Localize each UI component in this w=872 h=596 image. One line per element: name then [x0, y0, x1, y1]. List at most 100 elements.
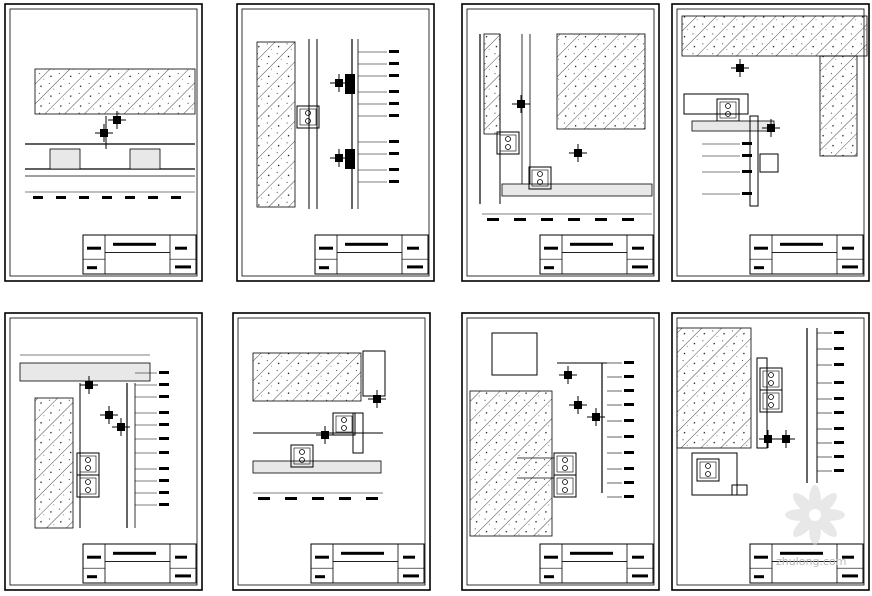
annotation-mark	[541, 218, 553, 221]
fixing-clip	[559, 366, 577, 384]
annotation-mark	[834, 363, 844, 366]
fixing-clip	[100, 406, 118, 424]
watermark-text: zhulong.com	[776, 555, 846, 568]
rect	[76, 474, 100, 498]
bolt	[505, 136, 511, 142]
rect	[749, 543, 864, 584]
annotation-mark	[742, 142, 752, 145]
sheet-inner-border	[9, 317, 198, 586]
annotation-mark	[624, 375, 634, 378]
rect	[296, 105, 320, 129]
rect	[113, 551, 156, 555]
title-block	[539, 234, 654, 275]
annotation-mark	[624, 467, 634, 470]
rect	[82, 543, 197, 584]
annotation-mark	[366, 497, 378, 500]
bolt	[341, 425, 347, 431]
rect	[87, 555, 101, 559]
rect	[780, 242, 823, 246]
fixing-clip	[95, 124, 113, 142]
rect	[553, 474, 577, 498]
rect	[696, 458, 720, 482]
annotation-mark	[148, 196, 158, 199]
rect	[632, 246, 644, 250]
annotation-mark	[159, 395, 169, 398]
annotation-mark	[159, 371, 169, 374]
annotation-mark	[159, 479, 169, 482]
rect	[528, 166, 552, 190]
fixing-clip	[316, 426, 334, 444]
bolt	[85, 487, 91, 493]
sheet-7	[461, 312, 660, 591]
rect	[762, 370, 780, 388]
annotation-mark	[389, 102, 399, 105]
rect	[842, 265, 858, 269]
annotation-mark	[171, 196, 181, 199]
rect	[352, 412, 364, 454]
annotation-mark	[312, 497, 324, 500]
rect	[632, 265, 648, 269]
bolt	[85, 479, 91, 485]
rect	[691, 120, 775, 132]
sheet-border	[4, 312, 203, 591]
rect	[780, 551, 823, 555]
concrete-hatch	[676, 327, 752, 449]
title-block	[82, 234, 197, 275]
annotation-mark	[834, 347, 844, 350]
rect	[756, 357, 768, 449]
annotation-mark	[624, 435, 634, 438]
annotation-mark	[159, 411, 169, 414]
bolt	[562, 465, 568, 471]
fixing-clip	[108, 111, 126, 129]
annotation-mark	[159, 451, 169, 454]
sheet-6	[232, 312, 431, 591]
rect	[175, 574, 191, 578]
annotation-mark	[33, 196, 43, 199]
rect	[499, 134, 517, 152]
rect	[544, 266, 554, 270]
rect	[570, 242, 613, 246]
rect	[87, 246, 101, 250]
annotation-mark	[159, 491, 169, 494]
annotation-mark	[389, 152, 399, 155]
rect	[319, 266, 329, 270]
anchor-bracket	[696, 458, 720, 482]
sheet-inner-border	[237, 317, 426, 586]
detail-drawing	[19, 354, 169, 529]
rect	[299, 108, 317, 126]
rect	[407, 246, 419, 250]
fixing-clip	[368, 390, 386, 408]
sheet-inner-border	[466, 317, 655, 586]
rect	[556, 455, 574, 473]
annotation-mark	[624, 451, 634, 454]
detail-drawing	[25, 68, 196, 199]
annotation-mark	[624, 481, 634, 484]
rect	[754, 555, 768, 559]
concrete-hatch	[556, 33, 646, 130]
rect	[544, 555, 558, 559]
rect	[759, 153, 779, 173]
fixing-clip	[731, 59, 749, 77]
annotation-mark	[742, 154, 752, 157]
bolt	[85, 465, 91, 471]
fixing-clip	[80, 376, 98, 394]
bolt	[705, 463, 711, 469]
rect	[79, 455, 97, 473]
bolt	[768, 394, 774, 400]
concrete-hatch	[819, 55, 858, 157]
detail-drawing	[676, 327, 844, 496]
rect	[539, 234, 654, 275]
rect	[403, 574, 419, 578]
annotation-mark	[125, 196, 135, 199]
annotation-mark	[834, 381, 844, 384]
bolt	[725, 111, 731, 117]
annotation-mark	[159, 383, 169, 386]
sheet-inner-border	[466, 8, 655, 277]
annotation-mark	[389, 180, 399, 183]
bolt	[768, 372, 774, 378]
watermark-logo	[785, 485, 845, 545]
rect	[315, 555, 329, 559]
bolt	[299, 457, 305, 463]
annotation-mark	[834, 397, 844, 400]
concrete-hatch	[483, 33, 501, 135]
